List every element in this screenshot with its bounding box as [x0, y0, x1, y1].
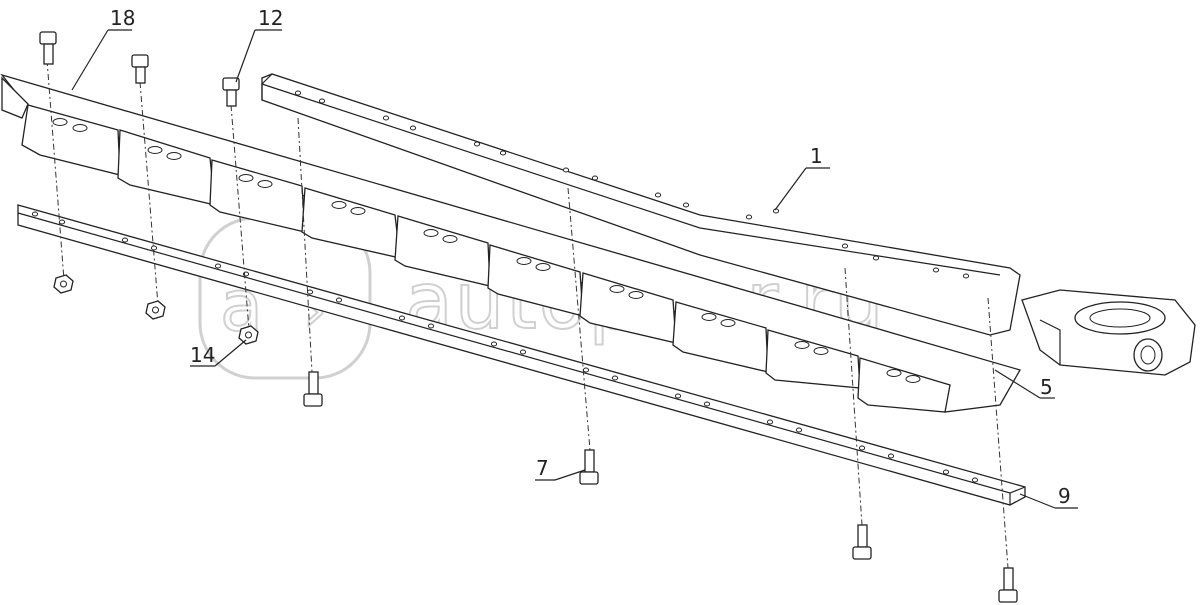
callout-leaders: [71, 29, 1078, 509]
nut-2: [145, 300, 166, 320]
knife-sections-part-5: [0, 73, 1021, 413]
callout-18: 18: [110, 6, 135, 30]
nut-1: [53, 274, 74, 294]
section-blades: [21, 104, 951, 413]
bolt-top-3-part-12: [222, 77, 240, 107]
nut-3-part-14: [238, 325, 259, 345]
callout-1: 1: [810, 144, 823, 168]
callout-12: 12: [258, 6, 283, 30]
callout-7: 7: [536, 456, 549, 480]
bolt-top-1: [39, 31, 57, 65]
callout-5: 5: [1040, 375, 1053, 399]
assembly-center-lines: [46, 59, 1009, 569]
bolt-bottom-1: [303, 371, 323, 407]
knife-head-eye: [1021, 289, 1196, 376]
section-slot-holes: [52, 118, 921, 383]
lower-bar-part-9: [17, 204, 1026, 506]
callout-14: 14: [190, 343, 215, 367]
bolt-bottom-3: [852, 524, 872, 560]
bolt-bottom-2-part-7: [579, 449, 599, 485]
knife-back-bar-part-1: [261, 73, 1196, 376]
bolt-top-2: [131, 54, 149, 84]
bolt-bottom-4: [998, 567, 1018, 603]
callout-9: 9: [1058, 484, 1071, 508]
bar-hole-row: [294, 90, 970, 279]
lower-bar-holes: [31, 211, 979, 483]
